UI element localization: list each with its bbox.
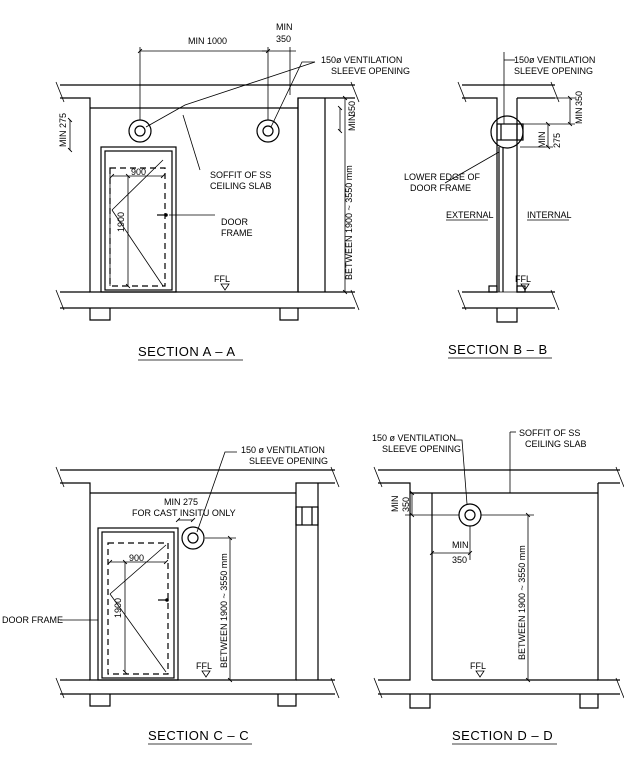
section-a: MIN 1000 MIN 350 150ø VENTILATION SLEEVE… [55,22,410,361]
section-a-width-900: 900 [131,167,146,177]
section-a-min275-line1: MIN [58,131,68,148]
section-c-vent-label-line2: SLEEVE OPENING [249,456,328,466]
section-b-min350-line1: MIN [574,108,584,125]
section-b-structure [457,81,560,323]
section-d-min350v-line1: MIN [390,496,400,513]
section-a-height-1900: 1900 [116,212,126,232]
section-c-width-900: 900 [129,553,144,563]
section-a-dim-min350-line2: 350 [276,34,291,44]
section-d-min350v-line2: 350 [401,497,411,512]
section-b-vent-label-line1: 150ø VENTILATION [514,55,595,65]
section-b-min275-line2: 275 [552,133,562,148]
section-c-door-frame-label: DOOR FRAME [2,615,63,625]
section-d-min350h-line2: 350 [452,555,467,565]
section-a-dim-min1000: MIN 1000 [188,36,227,46]
section-a-dims [65,47,348,295]
section-c: 150 ø VENTILATION SLEEVE OPENING MIN 275… [2,445,340,745]
section-b-ffl: FFL [515,274,531,284]
section-a-vent-left [128,119,152,143]
section-c-title: SECTION C – C [148,728,249,743]
section-b-internal-label: INTERNAL [527,210,572,220]
section-d-vent-label-line2: SLEEVE OPENING [382,444,461,454]
section-d-dims [405,431,534,683]
section-d-title: SECTION D – D [452,728,553,743]
section-d: 150 ø VENTILATION SLEEVE OPENING SOFFIT … [372,428,624,745]
section-c-structure [55,466,340,707]
section-a-min350r-line2: 350 [347,101,357,116]
section-b-vent-sleeve [490,115,524,149]
section-c-height-1900: 1900 [113,598,123,618]
section-d-structure [373,466,624,709]
section-a-soffit-line2: CEILING SLAB [210,181,272,191]
section-d-min350h-line1: MIN [452,540,469,550]
section-c-between-dim: BETWEEN 1900 ~ 3550 mm [219,553,229,668]
section-b-lower-edge-line1: LOWER EDGE OF [404,172,481,182]
section-b-external-label: EXTERNAL [446,210,494,220]
section-b-lower-edge-line2: DOOR FRAME [410,183,471,193]
section-d-soffit-line2: CEILING SLAB [525,439,587,449]
section-a-vent-right [256,119,280,143]
section-b-min275-line1: MIN [537,132,547,149]
section-d-ffl: FFL [470,661,486,671]
section-c-min275-line2: FOR CAST INSITU ONLY [132,508,236,518]
section-b-title: SECTION B – B [448,342,548,357]
section-a-soffit-line1: SOFFIT OF SS [210,170,271,180]
section-b: 150ø VENTILATION SLEEVE OPENING MIN 350 … [404,52,595,359]
section-c-ffl: FFL [196,661,212,671]
section-a-door-line1: DOOR [221,217,249,227]
section-d-soffit-line1: SOFFIT OF SS [519,428,580,438]
section-a-ffl: FFL [214,274,230,284]
section-d-vent-label-line1: 150 ø VENTILATION [372,433,456,443]
section-a-door-line2: FRAME [221,228,253,238]
section-b-min350-line2: 350 [574,91,584,106]
section-a-vent-label-line1: 150ø VENTILATION [321,55,402,65]
section-a-structure [55,81,360,321]
section-a-between-dim: BETWEEN 1900 ~ 3550 mm [344,165,354,280]
section-c-vent [181,526,205,550]
section-a-min350r-line1: MIN [347,115,357,132]
section-a-vent-label-line2: SLEEVE OPENING [331,66,410,76]
section-a-dim-min350-line1: MIN [276,22,293,32]
section-c-vent-label-line1: 150 ø VENTILATION [241,445,325,455]
section-d-between-dim: BETWEEN 1900 ~ 3550 mm [517,545,527,660]
section-a-door-frame [100,146,177,293]
section-d-vent [458,503,482,527]
section-b-vent-label-line2: SLEEVE OPENING [514,66,593,76]
section-c-min275-line1: MIN 275 [164,497,198,507]
section-c-door-frame [97,527,179,681]
section-b-dims [444,52,575,291]
section-c-dims [60,451,237,683]
section-a-title: SECTION A – A [138,344,236,359]
section-a-min275-line2: 275 [58,113,68,128]
